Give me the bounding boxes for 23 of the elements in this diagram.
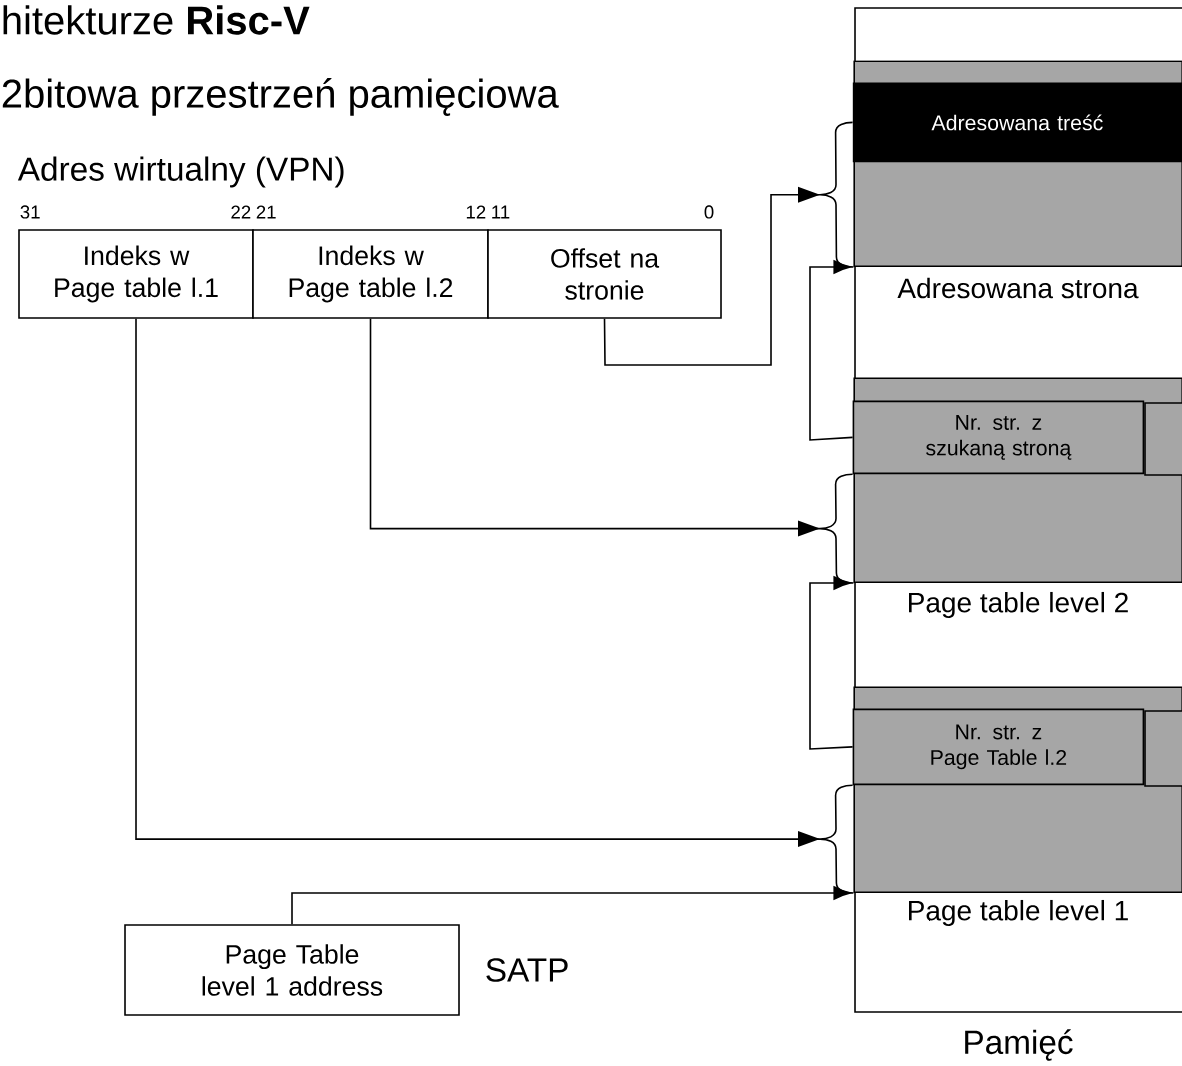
subtitle: 2bitowa przestrzeń pamięciowa (2, 78, 559, 116)
bit-number: 21 (256, 205, 276, 219)
slide-title: hitekturze Risc-V (3, 5, 310, 35)
region-caption: Pamięć (965, 1029, 1073, 1061)
arrow (809, 576, 854, 750)
bit-number: 22 (231, 205, 251, 219)
region-caption: Page table level 1 (909, 899, 1128, 927)
field-heading: Adres wirtualny (VPN) (17, 156, 344, 188)
register-box: Page Table level 1 address (124, 924, 460, 1016)
arrow (603, 121, 855, 366)
arrow (369, 318, 855, 584)
region-caption: Adresowana strona (897, 277, 1139, 299)
region-caption: Page table level 2 (909, 591, 1128, 619)
arrow (809, 260, 854, 441)
memory-row: Adresowana treść (852, 82, 1182, 163)
bit-number: 11 (492, 205, 510, 219)
field-cell: Indeks w Page table l.1 (18, 229, 254, 319)
arrow (135, 318, 855, 894)
register-name: SATP (486, 958, 568, 982)
field-cell: Indeks w Page table l.2 (252, 229, 489, 319)
arrow (291, 886, 851, 925)
field-cell: Offset na stronie (487, 229, 722, 319)
bit-number: 12 (466, 205, 486, 219)
